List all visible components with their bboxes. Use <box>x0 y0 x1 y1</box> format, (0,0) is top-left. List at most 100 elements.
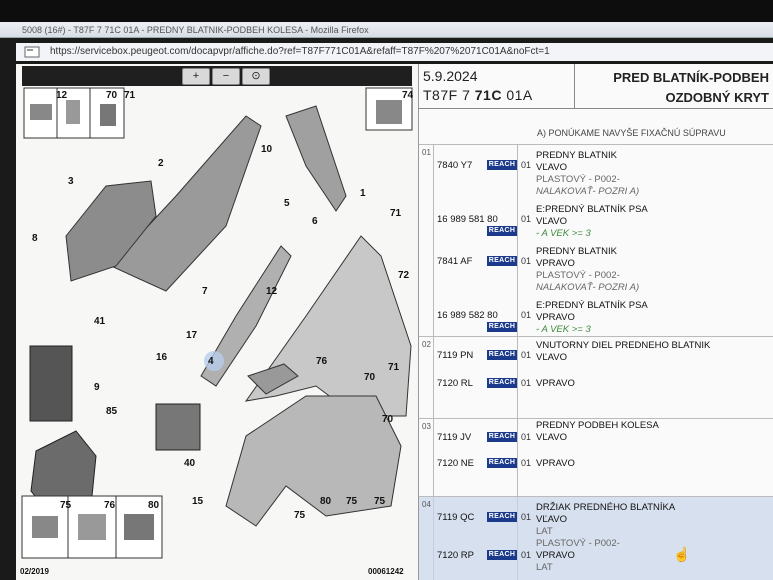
rail-5 <box>200 245 292 387</box>
svg-text:7: 7 <box>202 286 208 297</box>
quantity: 01 <box>521 214 532 224</box>
svg-text:3: 3 <box>68 176 74 187</box>
svg-text:5: 5 <box>284 198 290 209</box>
pad-40 <box>155 403 201 451</box>
doc-date: 5.9.2024 <box>423 68 478 84</box>
part-detail: PLASTOVÝ - P002- <box>536 270 620 281</box>
part-number[interactable]: 7841 AF <box>437 256 473 267</box>
svg-text:9: 9 <box>94 382 100 393</box>
svg-text:12: 12 <box>266 286 278 297</box>
part-side: VĽAVO <box>536 216 567 227</box>
column-divider <box>433 144 434 580</box>
doc-reference: T87F 7 71C 01A <box>423 87 533 103</box>
part-detail: PLASTOVÝ - P002- <box>536 538 620 549</box>
part-side: VPRAVO <box>536 312 575 323</box>
svg-text:40: 40 <box>184 458 196 469</box>
part-detail: - A VEK >= 3 <box>536 324 591 335</box>
part-side: VĽAVO <box>536 514 567 525</box>
part-description: PREDNY BLATNIK <box>536 150 617 161</box>
svg-text:75: 75 <box>60 500 72 511</box>
zoom-out-icon: − <box>222 70 230 82</box>
svg-text:75: 75 <box>294 510 306 521</box>
page-icon <box>24 46 40 58</box>
top-bezel <box>0 0 773 22</box>
svg-text:70: 70 <box>106 90 118 101</box>
reach-badge: REACH <box>487 256 517 266</box>
svg-text:70: 70 <box>382 414 394 425</box>
group-number: 02 <box>422 340 431 349</box>
svg-text:71: 71 <box>388 362 400 373</box>
svg-text:41: 41 <box>94 316 106 327</box>
part-number[interactable]: 7120 NE <box>437 458 474 469</box>
title-line-1: PRED BLATNÍK-PODBEH <box>613 70 769 85</box>
svg-text:12: 12 <box>56 90 68 101</box>
clip-icon <box>30 104 52 120</box>
list-note: A) PONÚKAME NAVYŠE FIXAČNÚ SÚPRAVU <box>537 128 726 138</box>
part-side: VĽAVO <box>536 432 567 443</box>
clip-nut-icon <box>124 514 154 540</box>
svg-text:74: 74 <box>402 90 414 101</box>
bracket-4 <box>247 363 299 395</box>
svg-text:75: 75 <box>374 496 386 507</box>
bracket-10 <box>285 105 347 212</box>
quantity: 01 <box>521 256 532 266</box>
reach-badge: REACH <box>487 550 517 560</box>
svg-text:75: 75 <box>346 496 358 507</box>
part-number[interactable]: 7120 RP <box>437 550 474 561</box>
diagram-pane: + − ⊙ <box>16 64 418 580</box>
header-bottom-rule <box>419 108 773 109</box>
quantity: 01 <box>521 310 532 320</box>
part-description: PREDNY PODBEH KOLESA <box>536 420 659 431</box>
reach-badge: REACH <box>487 350 517 360</box>
hand-cursor-icon: ☝ <box>673 546 691 562</box>
address-bar[interactable]: https://servicebox.peugeot.com/docapvpr/… <box>16 43 773 61</box>
zoom-in-button[interactable]: + <box>182 68 210 85</box>
part-detail: NALAKOVAŤ- POZRI A) <box>536 186 640 197</box>
rivet-icon <box>376 100 402 124</box>
group-number: 01 <box>422 148 431 157</box>
mesh-41 <box>29 345 73 422</box>
part-description: E:PREDNÝ BLATNÍK PSA <box>536 204 648 215</box>
part-number[interactable]: 16 989 582 80 <box>437 310 498 321</box>
part-detail: PLASTOVÝ - P002- <box>536 174 620 185</box>
part-number[interactable]: 7120 RL <box>437 378 473 389</box>
svg-text:70: 70 <box>364 372 376 383</box>
push-pin-icon <box>32 516 58 538</box>
part-detail: LAT <box>536 562 553 573</box>
group-divider <box>419 418 773 419</box>
zoom-fit-icon: ⊙ <box>251 70 261 82</box>
quantity: 01 <box>521 160 532 170</box>
part-side: VPRAVO <box>536 258 575 269</box>
svg-text:17: 17 <box>186 330 198 341</box>
header-divider <box>574 64 575 108</box>
zoom-fit-button[interactable]: ⊙ <box>242 68 270 85</box>
reach-badge: REACH <box>487 322 517 332</box>
strut-tower-3 <box>65 180 157 282</box>
part-side: VPRAVO <box>536 550 575 561</box>
part-number[interactable]: 7119 QC <box>437 512 475 523</box>
group-divider <box>419 144 773 145</box>
part-description: PREDNY BLATNIK <box>536 246 617 257</box>
zoom-in-icon: + <box>192 70 200 82</box>
part-number[interactable]: 7119 PN <box>437 350 474 361</box>
quantity: 01 <box>521 550 532 560</box>
part-number[interactable]: 7840 Y7 <box>437 160 473 171</box>
zoom-out-button[interactable]: − <box>212 68 240 85</box>
svg-text:10: 10 <box>261 144 273 155</box>
reach-badge: REACH <box>487 432 517 442</box>
reach-badge: REACH <box>487 458 517 468</box>
exploded-parts-diagram[interactable]: 12 70 71 74 10 1 2 3 5 6 8 71 72 12 7 17… <box>16 86 418 580</box>
parts-list-pane: 5.9.2024 T87F 7 71C 01A PRED BLATNÍK-POD… <box>418 64 773 580</box>
quantity: 01 <box>521 458 532 468</box>
part-detail: NALAKOVAŤ- POZRI A) <box>536 282 640 293</box>
svg-text:80: 80 <box>320 496 332 507</box>
reach-badge: REACH <box>487 512 517 522</box>
part-detail: LAT <box>536 526 553 537</box>
part-number[interactable]: 7119 JV <box>437 432 472 443</box>
part-number[interactable]: 16 989 581 80 <box>437 214 498 225</box>
quantity: 01 <box>521 432 532 442</box>
window-title: 5008 (16#) - T87F 7 71C 01A - PREDNY BLA… <box>0 22 773 38</box>
nut-icon <box>66 100 80 124</box>
group-number: 03 <box>422 422 431 431</box>
